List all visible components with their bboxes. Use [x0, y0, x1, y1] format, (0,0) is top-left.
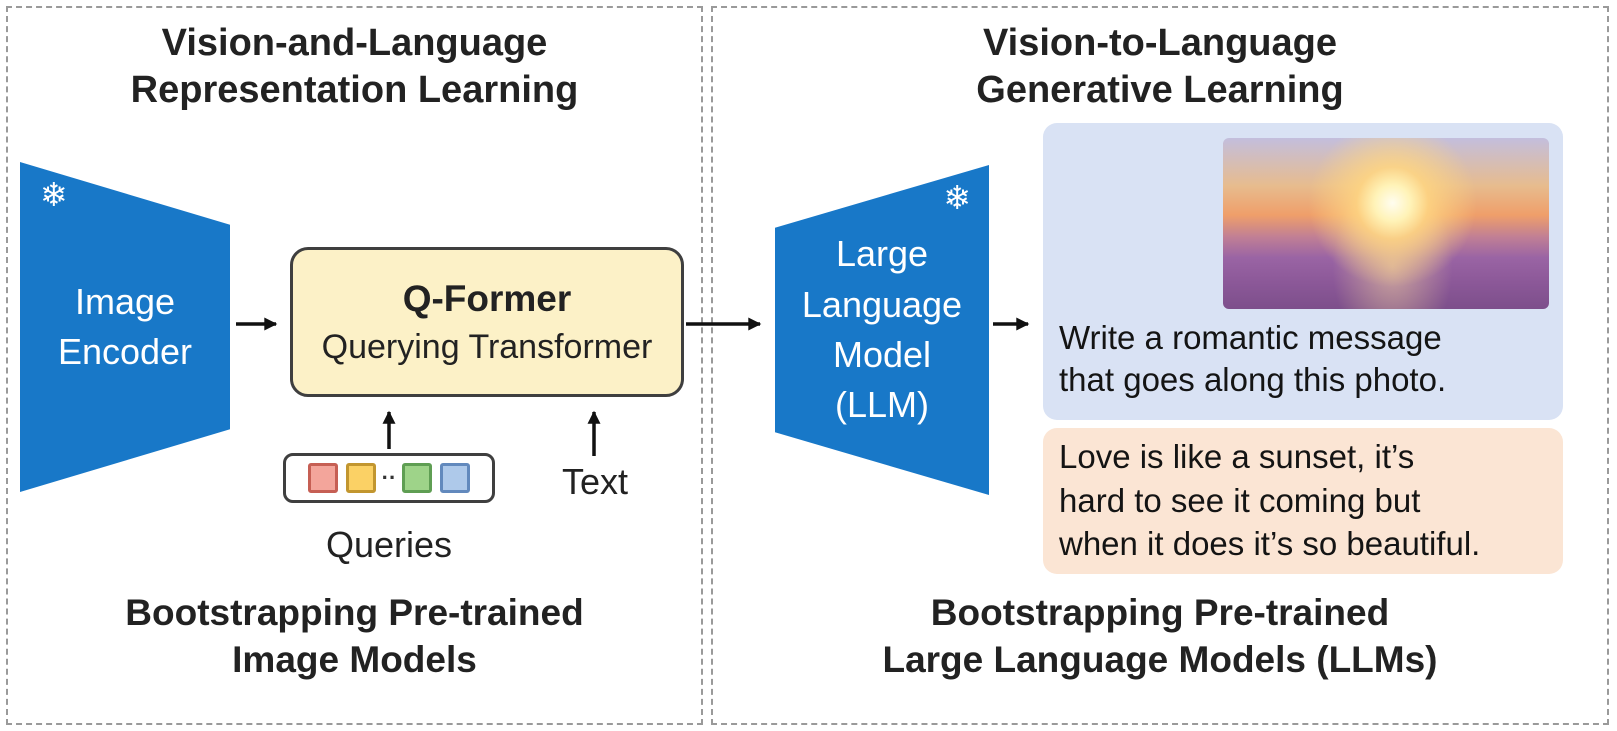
qformer-block: Q-Former Querying Transformer	[290, 247, 684, 397]
response-text: Love is like a sunset, it’s hard to see …	[1059, 438, 1481, 563]
image-encoder-label: Image Encoder	[57, 280, 193, 372]
queries-label: Queries	[325, 524, 453, 565]
query-token	[307, 463, 338, 493]
image-encoder-block: ❄ Image Encoder	[20, 162, 230, 492]
frozen-snowflake-icon: ❄	[943, 179, 971, 216]
llm-block: ❄ Large Language Model (LLM)	[775, 165, 989, 495]
prompt-text: Write a romantic message that goes along…	[1059, 319, 1447, 399]
query-token	[345, 463, 376, 493]
query-token-ellipsis: ··	[381, 465, 397, 490]
response-bubble: Love is like a sunset, it’s hard to see …	[1043, 428, 1563, 574]
right-panel-caption: Bootstrapping Pre-trained Large Language…	[882, 592, 1438, 680]
qformer-subtitle: Querying Transformer	[321, 327, 653, 366]
query-token	[440, 463, 471, 493]
text-label: Text	[561, 461, 629, 502]
frozen-snowflake-icon: ❄	[40, 176, 68, 213]
left-panel-caption: Bootstrapping Pre-trained Image Models	[125, 592, 584, 680]
llm-label: Large Language Model (LLM)	[801, 233, 963, 426]
query-tokens: ··	[283, 453, 495, 503]
qformer-title: Q-Former	[402, 277, 572, 319]
prompt-bubble: Write a romantic message that goes along…	[1043, 123, 1563, 420]
sunset-photo	[1223, 138, 1549, 309]
left-panel-title: Vision-and-Language Representation Learn…	[130, 22, 579, 112]
right-panel-title: Vision-to-Language Generative Learning	[976, 22, 1344, 112]
query-token	[402, 463, 433, 493]
